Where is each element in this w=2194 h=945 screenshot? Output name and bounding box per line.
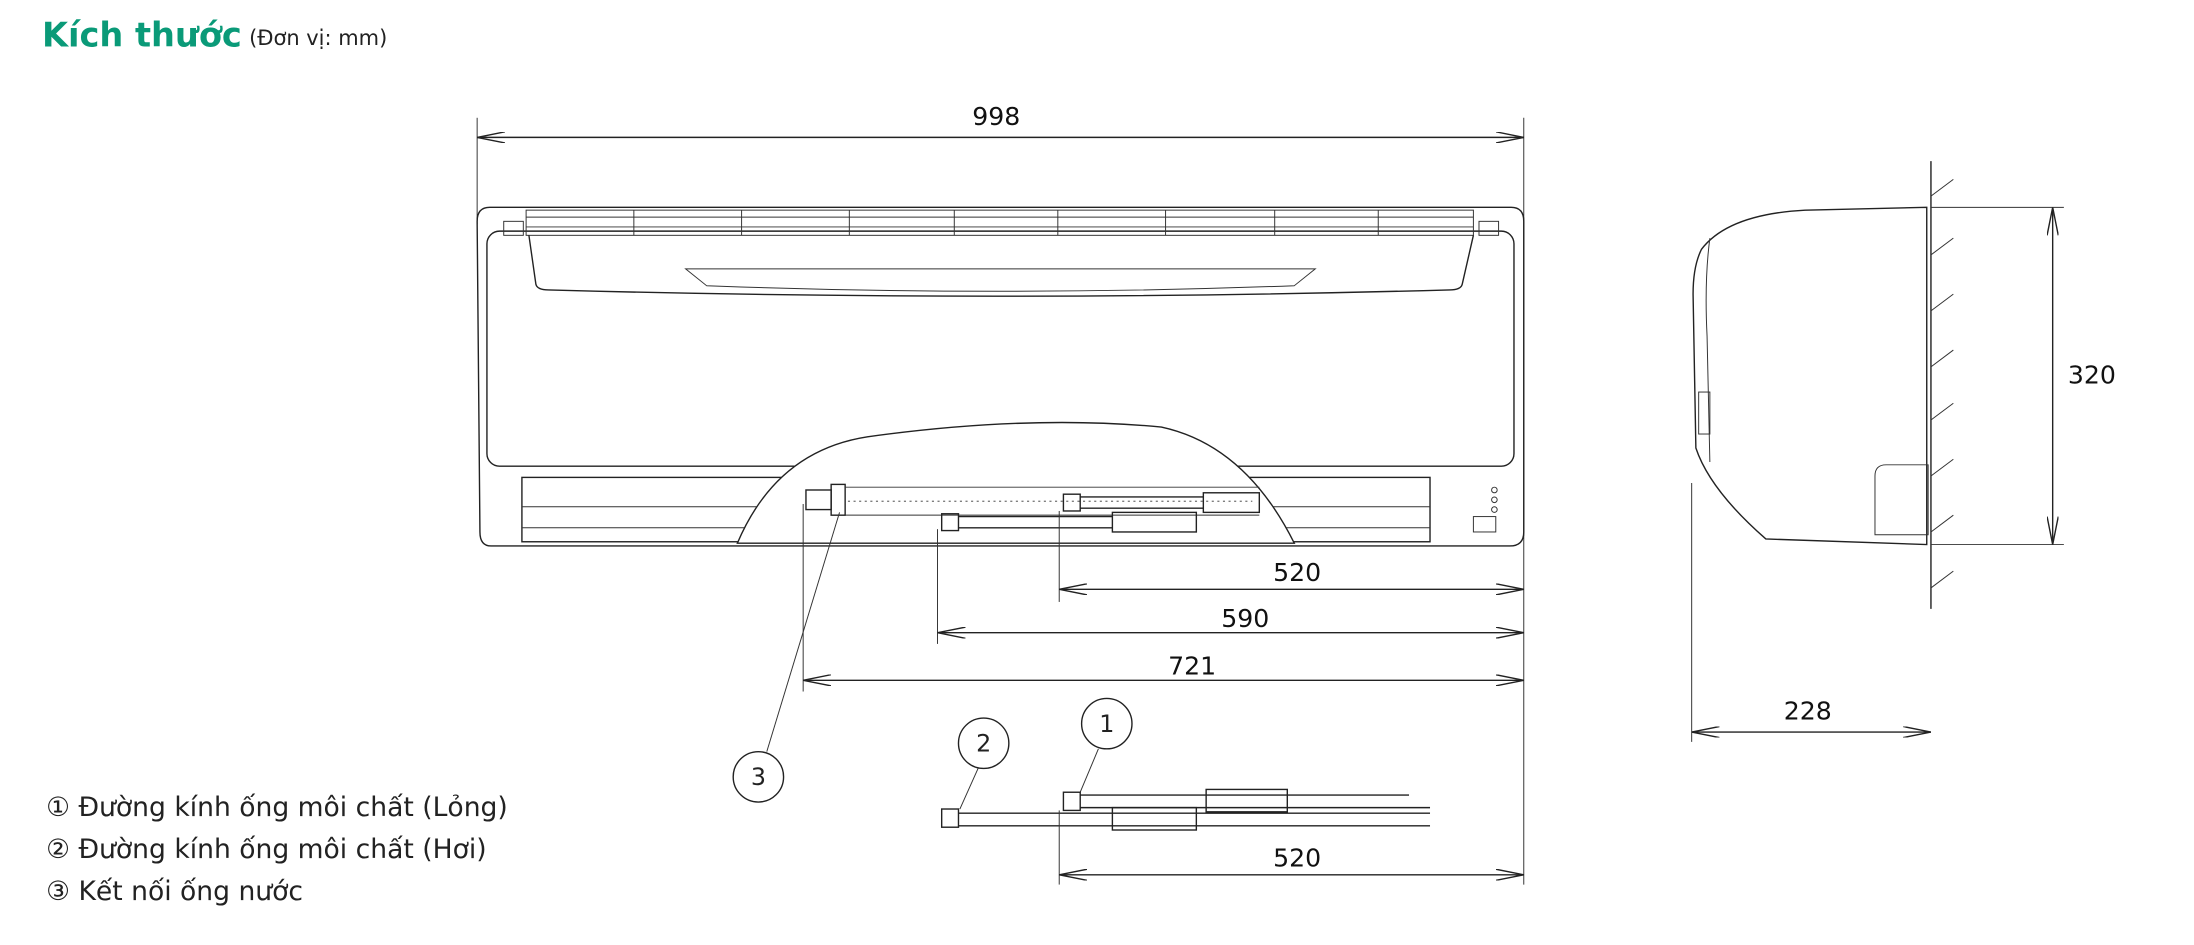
legend-item-1: ① Đường kính ống môi chất (Lỏng) [46, 792, 508, 823]
front-view: 998 [476, 102, 1525, 885]
legend: ① Đường kính ống môi chất (Lỏng) ② Đường… [46, 792, 508, 907]
indoor-unit-body [476, 206, 1525, 547]
drain-hose [805, 483, 1260, 516]
page-title: Kích thước [42, 15, 242, 54]
air-grille [525, 209, 1474, 236]
air-flap [528, 235, 1475, 297]
lower-520-dimension: 520 [1273, 843, 1321, 872]
callout-2 [957, 717, 1010, 770]
callout-1-label: 1 [1099, 710, 1114, 738]
legend-item-3: ③ Kết nối ống nước [46, 876, 303, 907]
side-profile [1692, 206, 1928, 546]
legend-item-2: ② Đường kính ống môi chất (Hơi) [46, 834, 486, 865]
callout-1 [1080, 697, 1133, 750]
pipe-590-dimension: 590 [1221, 604, 1269, 633]
piping-cover [736, 421, 1296, 544]
callout-3 [732, 750, 785, 803]
height-dimension: 320 [2068, 361, 2116, 390]
side-view: 320 228 [1691, 161, 2116, 742]
depth-dimension: 228 [1784, 696, 1832, 725]
pipe-detail: 2 1 520 [940, 697, 1524, 885]
width-dimension: 998 [972, 102, 1020, 131]
header: Kích thước (Đơn vị: mm) [42, 15, 387, 54]
pipe-721-dimension: 721 [1168, 652, 1216, 681]
callout-3-label: 3 [751, 763, 766, 791]
unit-label: (Đơn vị: mm) [249, 26, 387, 50]
refrigerant-pipes [940, 492, 1261, 533]
pipe-520-dimension: 520 [1273, 558, 1321, 587]
callout-2-label: 2 [976, 730, 991, 758]
